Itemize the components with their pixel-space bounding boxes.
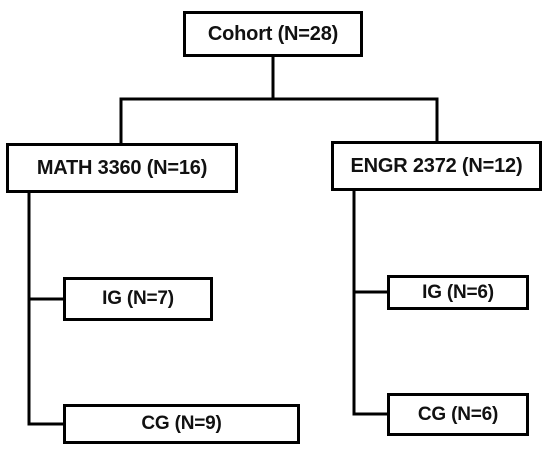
- engr-ig-box: IG (N=6): [387, 275, 529, 310]
- math-cg-box: CG (N=9): [63, 404, 300, 444]
- engr-course-box: ENGR 2372 (N=12): [331, 141, 542, 191]
- math-ig-label: IG (N=7): [102, 288, 174, 309]
- math-ig-box: IG (N=7): [63, 277, 213, 321]
- engr-course-label: ENGR 2372 (N=12): [350, 154, 523, 177]
- engr-ig-label: IG (N=6): [422, 281, 494, 303]
- cohort-root-label: Cohort (N=28): [207, 22, 339, 45]
- math-cg-label: CG (N=9): [141, 413, 222, 434]
- engr-cg-box: CG (N=6): [387, 393, 529, 436]
- math-course-box: MATH 3360 (N=16): [6, 143, 238, 193]
- math-course-label: MATH 3360 (N=16): [36, 156, 208, 179]
- cohort-root-box: Cohort (N=28): [183, 11, 363, 57]
- engr-cg-label: CG (N=6): [417, 403, 499, 425]
